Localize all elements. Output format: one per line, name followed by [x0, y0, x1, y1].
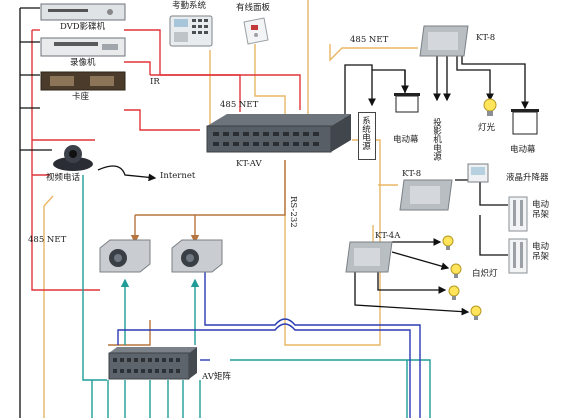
motor-hanger-1 [508, 196, 528, 232]
relay-box-icon [419, 25, 469, 57]
light-bulb-icon [470, 305, 482, 320]
wired-panel [240, 16, 270, 46]
lcd-lift [466, 160, 492, 186]
ir-label: IR [150, 77, 160, 87]
tape-deck [40, 70, 126, 92]
projection-screen-icon [394, 93, 420, 113]
av-matrix-icon [108, 347, 197, 380]
attendance-terminal [168, 14, 214, 48]
audio-lines [117, 270, 421, 418]
light-bulb-icon [448, 285, 460, 300]
hanger-icon [508, 238, 528, 274]
tape-deck-icon [40, 71, 126, 91]
bulb-1 [440, 234, 456, 252]
motor-screen-1 [393, 92, 421, 114]
rs232-lines [108, 160, 286, 346]
video-phone-icon [53, 145, 93, 171]
video-phone-label: 视频电话 [46, 173, 81, 183]
net485-left-label: 485 NET [28, 235, 67, 245]
lcd-lift-icon [467, 163, 489, 183]
relay-box-icon [399, 179, 453, 211]
net485-mid-label: 485 NET [220, 100, 259, 110]
kt-8-mid-label: KT-8 [402, 169, 422, 179]
video-lines [82, 175, 431, 418]
projector-power-label: 投影机电源 [431, 118, 442, 161]
light-bulb-icon [442, 235, 454, 250]
dvd-player-icon [40, 3, 126, 21]
bulb-3 [446, 284, 462, 302]
projector-icon [171, 239, 223, 273]
projector-right [168, 238, 224, 274]
rack-unit-icon [206, 114, 351, 153]
lcd-lift-label: 液晶升降器 [506, 173, 549, 183]
kt-8-mid-unit [398, 178, 454, 212]
relay-lines [19, 7, 529, 418]
wired-panel-label: 有线面板 [236, 3, 271, 13]
motor-screen-2 [510, 108, 540, 136]
kt-av-controller [205, 112, 353, 160]
light-bulb-icon [483, 98, 497, 116]
motor-screen-1-label: 电动幕 [393, 135, 419, 145]
motor-hanger-2-label: 电动吊架 [532, 242, 550, 262]
rs232-label: RS-232 [288, 196, 298, 228]
wall-panel-icon [243, 17, 269, 45]
incandescent-label: 白炽灯 [472, 269, 498, 279]
relay-box-icon [345, 241, 393, 273]
kt-8-top-label: KT-8 [476, 33, 496, 43]
kt-4a-label: KT-4A [375, 231, 401, 241]
vcr-icon [40, 37, 126, 57]
dvd-player [40, 2, 126, 22]
motor-hanger-2 [508, 238, 528, 274]
light-label: 灯光 [478, 123, 496, 133]
motor-screen-2-label: 电动幕 [510, 145, 536, 155]
tape-deck-label: 卡座 [72, 92, 90, 102]
dvd-label: DVD影碟机 [60, 22, 106, 32]
video-phone [50, 142, 96, 172]
attendance-label: 考勤系统 [172, 1, 207, 11]
control-lines [31, 29, 301, 291]
av-matrix-label: AV矩阵 [202, 372, 231, 382]
vcr [40, 36, 126, 58]
system-power-label: 系统电源 [360, 116, 371, 150]
motor-hanger-1-label: 电动吊架 [532, 200, 550, 220]
bulb-4 [468, 304, 484, 322]
net485-top-label: 485 NET [350, 35, 389, 45]
av-matrix [107, 345, 199, 381]
vcr-label: 录像机 [70, 58, 96, 68]
bulb-2 [448, 262, 464, 280]
keypad-icon [169, 15, 213, 47]
kt-av-label: KT-AV [236, 159, 262, 169]
projector-left [96, 238, 152, 274]
internet-label: Internet [160, 171, 196, 181]
light-bulb-icon [450, 263, 462, 278]
light-bulb-top [480, 96, 500, 120]
kt-4a-unit [344, 240, 394, 274]
projection-screen-icon [511, 109, 539, 135]
projector-icon [99, 239, 151, 273]
hanger-icon [508, 196, 528, 232]
net485-lines [43, 0, 418, 418]
kt-8-top-unit [418, 24, 470, 58]
system-power-box: 系统电源 [358, 112, 376, 160]
